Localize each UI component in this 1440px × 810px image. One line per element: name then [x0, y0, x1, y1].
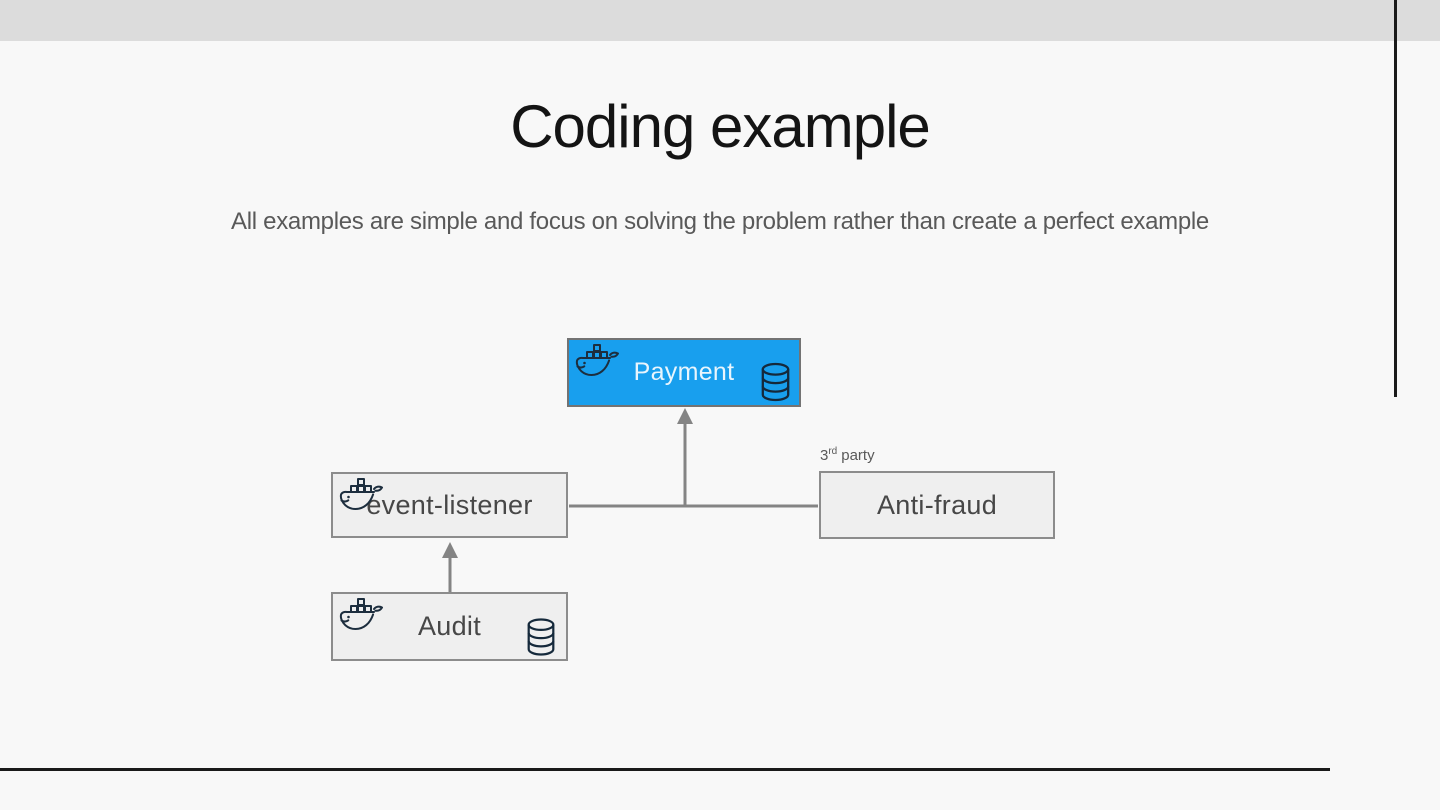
database-icon	[527, 618, 555, 656]
database-icon	[761, 362, 790, 402]
arrowhead-to-payment	[677, 408, 693, 424]
page-title: Coding example	[510, 93, 931, 160]
third-party-base: 3	[820, 447, 829, 464]
page-subtitle: All examples are simple and focus on sol…	[231, 208, 1209, 235]
accent-line-vertical	[1394, 0, 1397, 397]
third-party-rest: party	[841, 447, 875, 464]
node-event-listener-label: event-listener	[366, 489, 533, 520]
node-anti-fraud-label: Anti-fraud	[876, 489, 998, 520]
node-audit-label: Audit	[417, 611, 482, 641]
node-payment: Payment	[567, 338, 801, 407]
third-party-sup: rd	[828, 446, 838, 457]
docker-icon	[575, 344, 619, 376]
docker-icon	[339, 478, 383, 510]
accent-line-bottom	[0, 768, 1330, 771]
node-event-listener: event-listener	[331, 472, 568, 538]
node-payment-label: Payment	[633, 358, 735, 386]
arrowhead-to-eventlistener	[442, 542, 458, 558]
node-anti-fraud: Anti-fraud	[819, 471, 1055, 539]
top-bar	[0, 0, 1440, 41]
docker-icon	[339, 598, 383, 630]
node-audit: Audit	[331, 592, 568, 661]
